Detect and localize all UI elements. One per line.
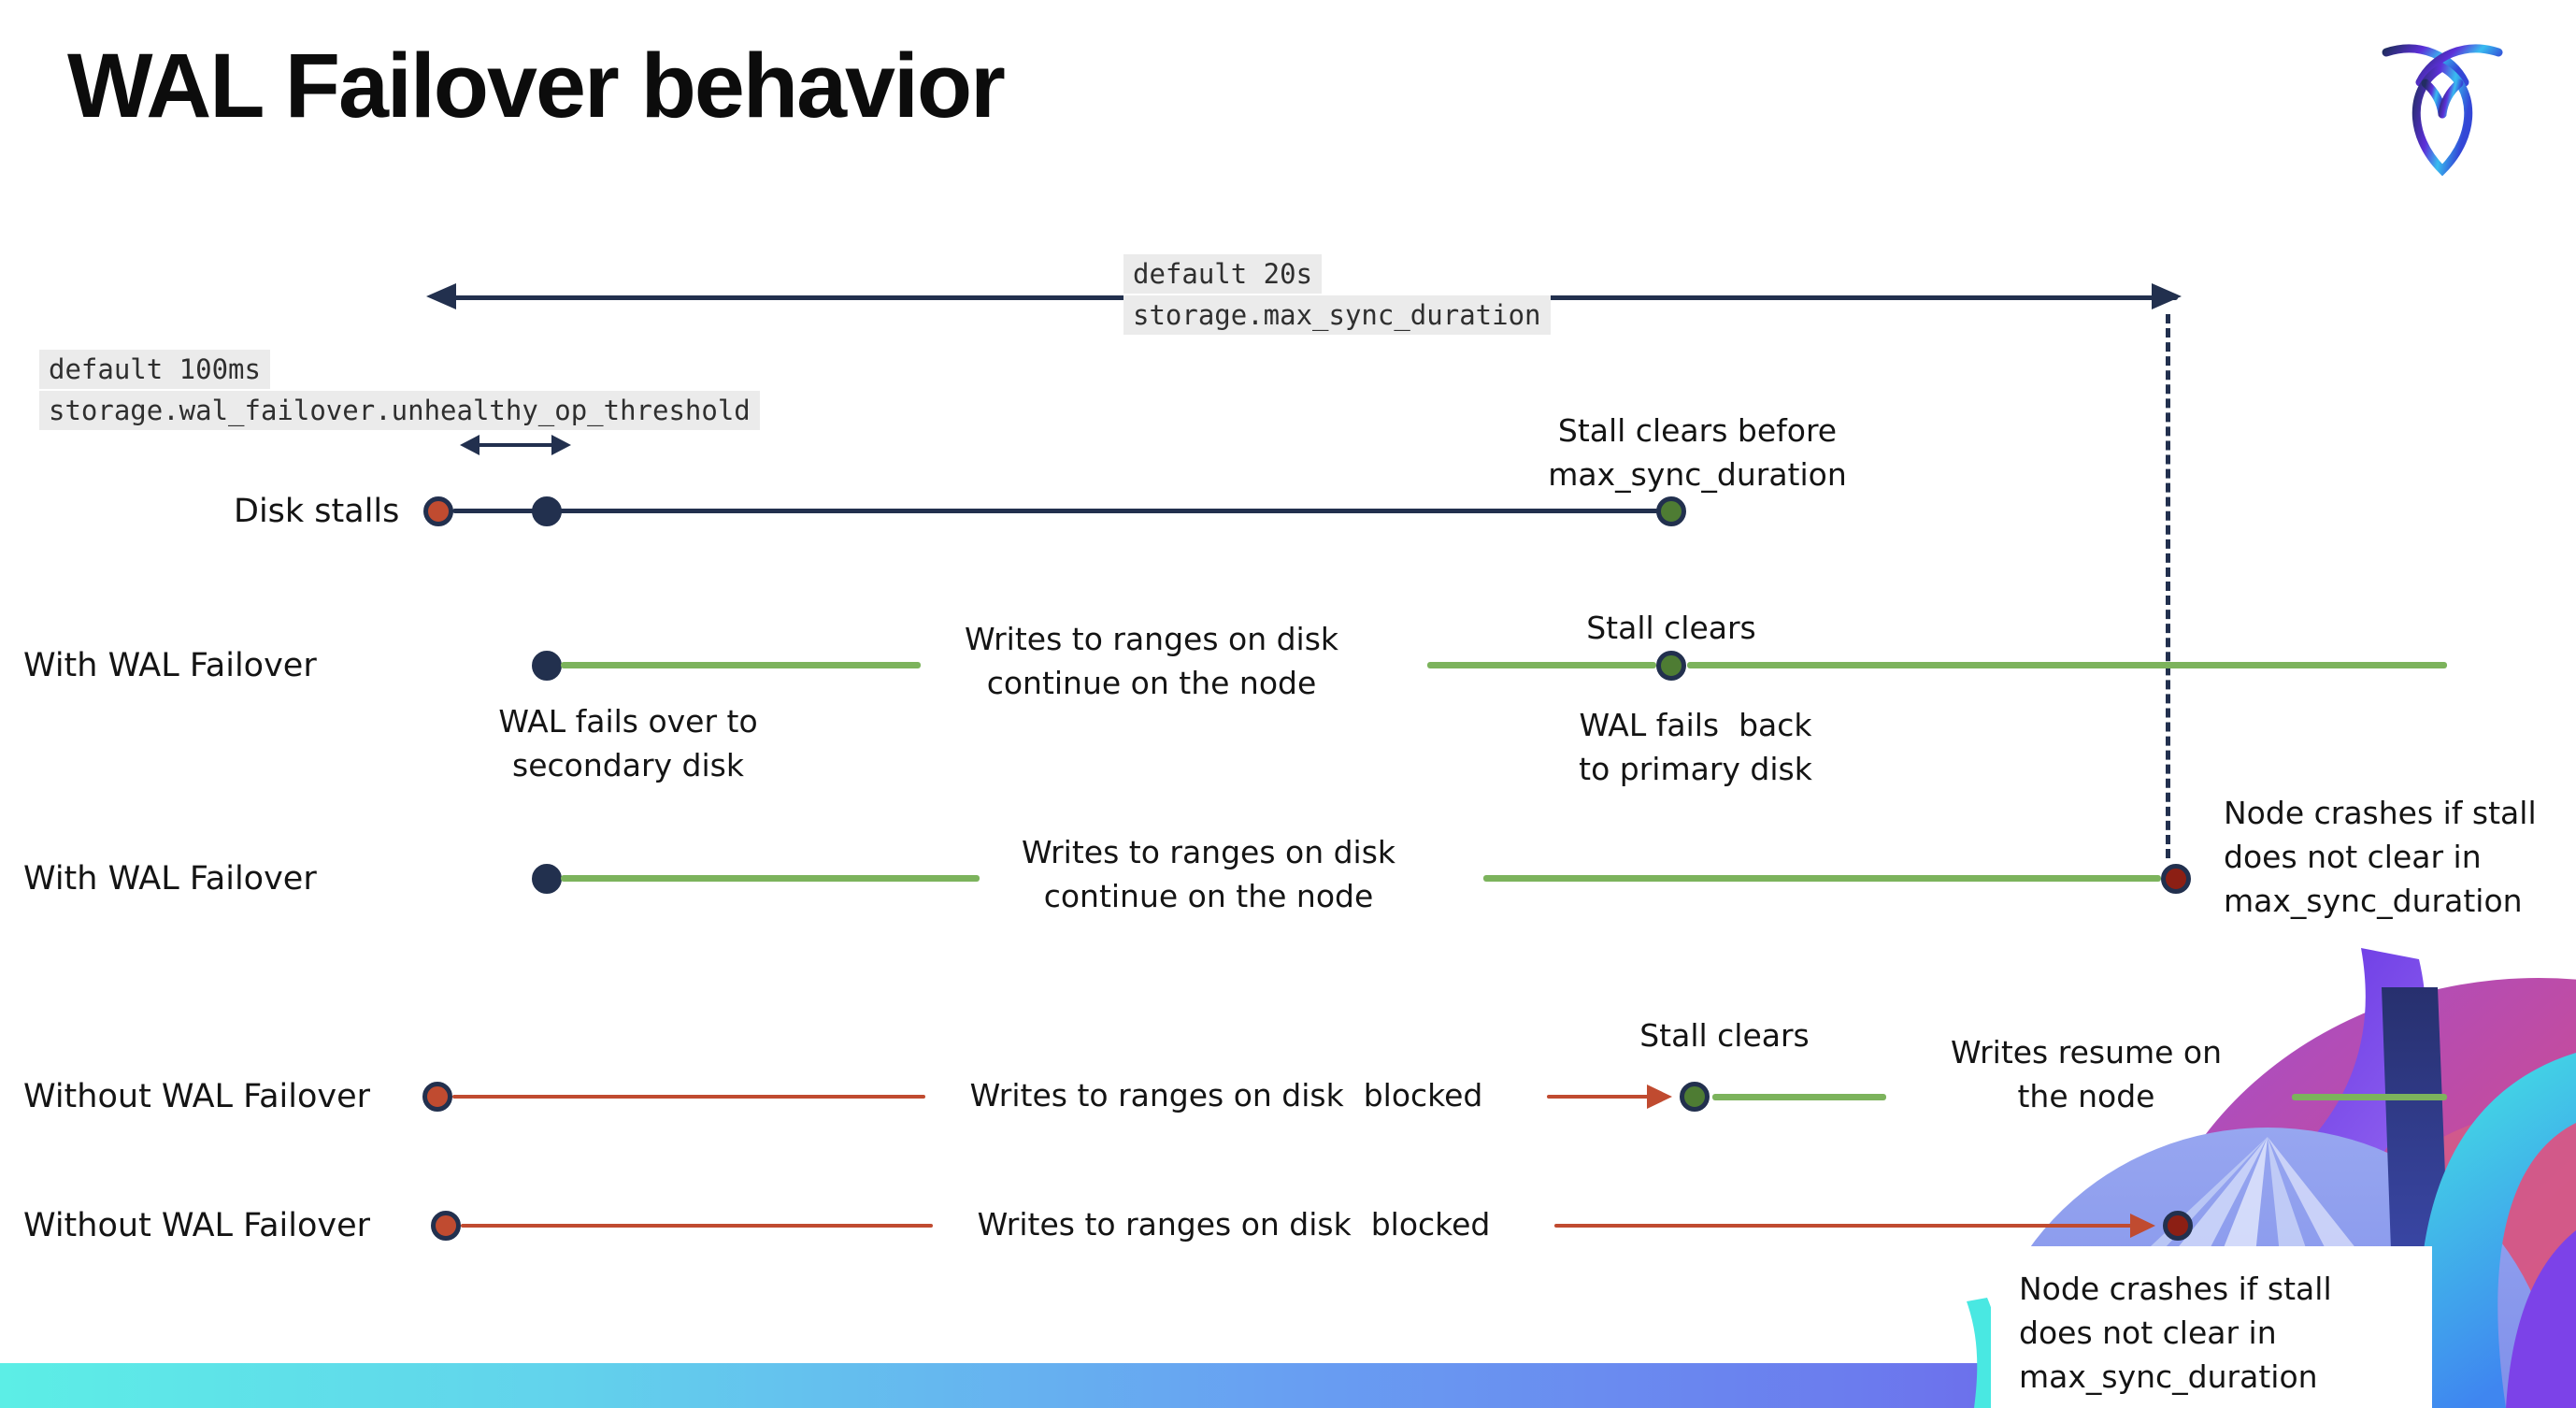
- max-sync-default-chip: default 20s: [1123, 254, 1323, 294]
- row-label-with-wal-failover-2: With WAL Failover: [23, 860, 317, 898]
- writes-continue-note: Writes to ranges on disk continue on the…: [1021, 834, 1396, 914]
- artwork-purple-ribbon: [2193, 948, 2426, 1260]
- stall-clears-before-note: Stall clears before max_sync_duration: [1548, 412, 1847, 493]
- node-crashes-note: Node crashes if stall does not clear in …: [2224, 795, 2537, 919]
- arrowhead-left-icon: [426, 283, 456, 309]
- node-crash-dot: [2163, 1211, 2193, 1241]
- writes-blocked-note: Writes to ranges on disk blocked: [977, 1206, 1491, 1243]
- writes-continue-line: [1687, 662, 2447, 668]
- writes-blocked-note: Writes to ranges on disk blocked: [969, 1077, 1483, 1113]
- threshold-arrow-line: [473, 443, 553, 447]
- writes-blocked-line: [1547, 1095, 1653, 1099]
- stall-start-dot: [431, 1211, 461, 1241]
- writes-continue-line: [561, 875, 980, 882]
- unhealthy-setting-chip: storage.wal_failover.unhealthy_op_thresh…: [39, 391, 760, 430]
- failover-dot: [532, 651, 562, 681]
- stall-start-dot: [423, 496, 453, 526]
- unhealthy-default-chip: default 100ms: [39, 350, 270, 389]
- arrowhead-right-icon: [2152, 283, 2182, 309]
- writes-resume-line: [2292, 1094, 2447, 1100]
- writes-blocked-line: [461, 1224, 933, 1228]
- writes-resume-line: [1712, 1094, 1886, 1100]
- row-label-without-wal-failover-1: Without WAL Failover: [23, 1078, 371, 1115]
- stall-clear-dot: [1656, 496, 1686, 526]
- row-label-with-wal-failover-1: With WAL Failover: [23, 647, 317, 684]
- writes-continue-line: [1427, 662, 1656, 668]
- wal-fails-over-note: WAL fails over to secondary disk: [498, 703, 758, 783]
- arrowhead-right-icon: [2130, 1214, 2155, 1238]
- failover-dot: [532, 864, 562, 894]
- stall-clears-note: Stall clears: [1639, 1017, 1810, 1054]
- writes-continue-note: Writes to ranges on disk continue on the…: [964, 621, 1339, 701]
- row-label-without-wal-failover-2: Without WAL Failover: [23, 1207, 371, 1244]
- node-crashes-callout: Node crashes if stall does not clear in …: [1991, 1246, 2432, 1408]
- disk-stall-line: [452, 509, 1659, 513]
- arrowhead-right-icon: [551, 435, 571, 455]
- writes-resume-note: Writes resume on the node: [1950, 1034, 2223, 1114]
- node-crash-dot: [2161, 864, 2191, 894]
- failover-threshold-dot: [532, 496, 562, 526]
- artwork-cyan-arc: [2419, 1053, 2576, 1408]
- stall-clears-note: Stall clears: [1586, 610, 1756, 646]
- arrowhead-right-icon: [1647, 1085, 1672, 1109]
- row-label-disk-stalls: Disk stalls: [234, 493, 400, 530]
- stall-start-dot: [422, 1082, 452, 1112]
- stall-clear-dot: [1656, 651, 1686, 681]
- wal-fails-back-note: WAL fails back to primary disk: [1579, 707, 1812, 787]
- node-crashes-note: Node crashes if stall does not clear in …: [2019, 1271, 2332, 1395]
- max-sync-setting-chip: storage.max_sync_duration: [1123, 295, 1551, 335]
- arrowhead-left-icon: [460, 435, 479, 455]
- artwork-purple-corner: [2506, 1230, 2576, 1408]
- writes-continue-line: [1483, 875, 2161, 882]
- stall-clear-dot: [1680, 1082, 1710, 1112]
- writes-blocked-line: [452, 1095, 925, 1099]
- max-sync-deadline-dashed-line: [2166, 314, 2170, 858]
- page-title: WAL Failover behavior: [67, 35, 1006, 136]
- writes-blocked-line: [1554, 1224, 2136, 1228]
- cockroachdb-logo-icon: [2382, 44, 2503, 177]
- writes-continue-line: [561, 662, 921, 668]
